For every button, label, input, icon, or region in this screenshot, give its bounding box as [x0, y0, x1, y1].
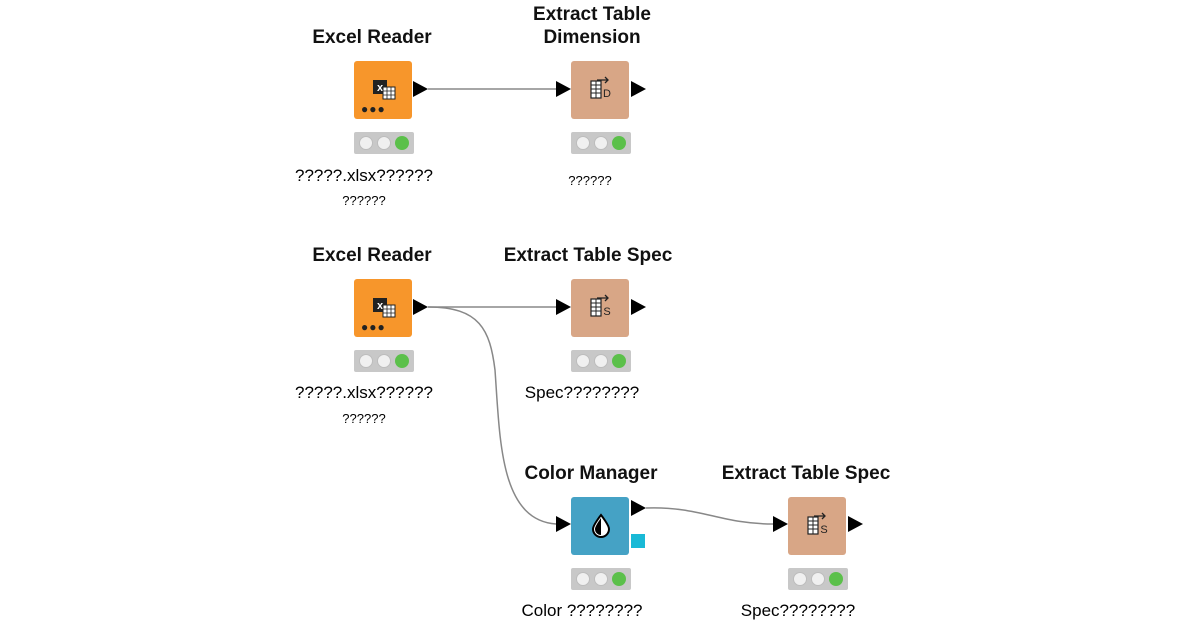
- excel-reader-icon: x: [373, 298, 396, 318]
- output-port[interactable]: [631, 299, 646, 315]
- node-title-excel-reader-1: Excel Reader: [312, 27, 432, 48]
- status-traffic-light: [788, 568, 848, 590]
- dots-icon: ●●●: [361, 102, 386, 116]
- node-annotation: Spec????????: [740, 601, 856, 620]
- status-traffic-light: [354, 132, 414, 154]
- connection-color-spec2[interactable]: [645, 507, 774, 525]
- status-traffic-light: [571, 568, 631, 590]
- extract-table-dimension-node[interactable]: D: [571, 61, 629, 119]
- connection-excel2-color[interactable]: [427, 306, 557, 525]
- status-traffic-light: [571, 132, 631, 154]
- node-annotation: ??????: [568, 173, 612, 188]
- input-port[interactable]: [556, 299, 571, 315]
- node-annotation-line2: ??????: [342, 193, 386, 208]
- dots-icon: ●●●: [361, 320, 386, 334]
- excel-reader-node-2[interactable]: x ●●●: [354, 279, 412, 337]
- node-title-extract-spec-1: Extract Table Spec: [503, 245, 673, 266]
- node-title-extract-dimension: Extract Table Dimension: [533, 4, 651, 48]
- node-annotation: ?????.xlsx??????: [294, 166, 433, 185]
- svg-text:x: x: [377, 300, 384, 312]
- svg-text:S: S: [603, 306, 610, 318]
- svg-text:S: S: [820, 524, 827, 536]
- node-title-extract-spec-2: Extract Table Spec: [721, 463, 891, 484]
- output-port[interactable]: [413, 299, 428, 315]
- svg-text:D: D: [603, 88, 611, 100]
- node-annotation: Spec????????: [524, 383, 640, 402]
- input-port[interactable]: [556, 516, 571, 532]
- table-spec-icon: S: [807, 512, 828, 536]
- input-port[interactable]: [556, 81, 571, 97]
- extract-table-spec-node-1[interactable]: S: [571, 279, 629, 337]
- output-port[interactable]: [631, 81, 646, 97]
- node-annotation-line2: ??????: [342, 411, 386, 426]
- node-annotation: Color ????????: [521, 601, 643, 620]
- status-traffic-light: [571, 350, 631, 372]
- model-output-port[interactable]: [631, 534, 645, 548]
- excel-reader-icon: x: [373, 80, 396, 100]
- table-spec-icon: S: [590, 294, 611, 318]
- output-port[interactable]: [848, 516, 863, 532]
- node-title-excel-reader-2: Excel Reader: [312, 245, 432, 266]
- node-title-color-manager: Color Manager: [524, 463, 658, 484]
- node-annotation: ?????.xlsx??????: [294, 383, 433, 402]
- output-port[interactable]: [413, 81, 428, 97]
- input-port[interactable]: [773, 516, 788, 532]
- table-dimension-icon: D: [590, 76, 611, 100]
- status-traffic-light: [354, 350, 414, 372]
- excel-reader-node-1[interactable]: x ●●●: [354, 61, 412, 119]
- output-port[interactable]: [631, 500, 646, 516]
- extract-table-spec-node-2[interactable]: S: [788, 497, 846, 555]
- color-manager-node[interactable]: [571, 497, 629, 555]
- color-drop-icon: [591, 513, 611, 538]
- svg-text:x: x: [377, 82, 384, 94]
